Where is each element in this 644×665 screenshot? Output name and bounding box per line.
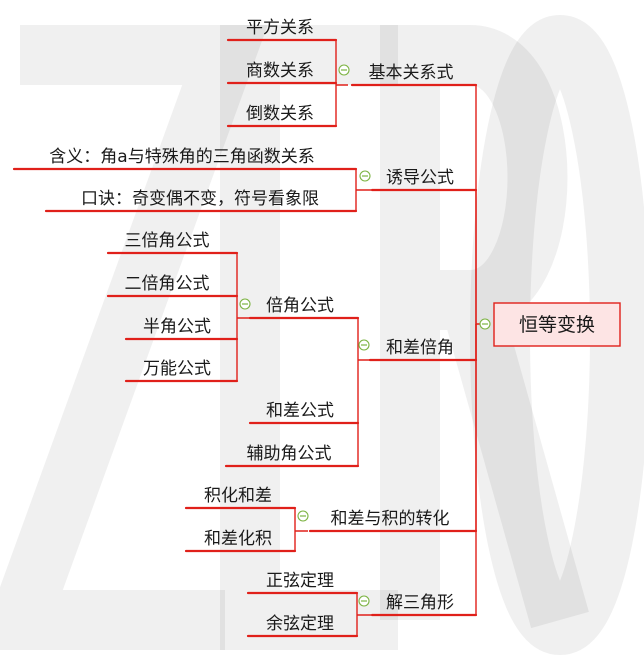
branch-label-basic-relations: 基本关系式 (369, 63, 454, 83)
leaf-label: 平方关系 (246, 18, 314, 38)
subbranch-multiple-angle[interactable]: 倍角公式 (248, 296, 360, 320)
branch-basic-relations[interactable]: 基本关系式 (350, 63, 478, 87)
leaf-mnemonic[interactable]: 口诀：奇变偶不变，符号看象限 (44, 189, 358, 213)
leaf-label: 半角公式 (143, 317, 211, 337)
collapse-toggle-icon[interactable] (358, 339, 370, 351)
branch-solve-triangle[interactable]: 解三角形 (370, 593, 478, 617)
root-node[interactable]: 恒等变换 (493, 302, 621, 347)
collapse-toggle-icon[interactable] (359, 170, 371, 182)
branch-sum-difference-multiple[interactable]: 和差倍角 (368, 338, 478, 362)
branch-label-induction: 诱导公式 (386, 168, 454, 188)
leaf-label: 余弦定理 (266, 614, 334, 634)
leaf-triple-angle[interactable]: 三倍角公式 (106, 231, 239, 255)
leaf-label: 含义：角a与特殊角的三角函数关系 (49, 147, 314, 167)
leaf-meaning[interactable]: 含义：角a与特殊角的三角函数关系 (12, 147, 358, 171)
subbranch-sum-difference[interactable]: 和差公式 (248, 401, 360, 425)
leaf-label: 和差公式 (266, 401, 334, 421)
leaf-quotient-relation[interactable]: 商数关系 (226, 61, 338, 85)
leaf-label: 辅助角公式 (247, 444, 332, 464)
branch-label-sum-product: 和差与积的转化 (331, 509, 450, 529)
branch-label-sum-diff-multiple: 和差倍角 (386, 338, 454, 358)
root-label: 恒等变换 (519, 314, 595, 336)
leaf-sum-to-product[interactable]: 和差化积 (184, 529, 297, 553)
collapse-toggle-icon[interactable] (338, 64, 350, 76)
branch-induction-formulas[interactable]: 诱导公式 (370, 168, 478, 192)
leaf-product-to-sum[interactable]: 积化和差 (184, 486, 297, 510)
leaf-label: 口诀：奇变偶不变，符号看象限 (81, 189, 319, 209)
leaf-label: 积化和差 (204, 486, 272, 506)
leaf-label: 二倍角公式 (125, 274, 210, 294)
leaf-label: 三倍角公式 (125, 231, 210, 251)
collapse-toggle-icon[interactable] (479, 318, 491, 330)
leaf-half-angle[interactable]: 半角公式 (124, 317, 239, 341)
leaf-sine-law[interactable]: 正弦定理 (246, 571, 359, 595)
branch-label-solve-triangle: 解三角形 (386, 593, 454, 613)
leaf-label: 商数关系 (246, 61, 314, 81)
leaf-universal[interactable]: 万能公式 (124, 359, 239, 383)
leaf-label: 正弦定理 (266, 571, 334, 591)
subbranch-label-multiple-angle: 倍角公式 (266, 296, 334, 316)
leaf-label: 和差化积 (204, 529, 272, 549)
leaf-square-relation[interactable]: 平方关系 (226, 18, 338, 42)
leaf-cosine-law[interactable]: 余弦定理 (246, 614, 359, 638)
collapse-toggle-icon[interactable] (239, 298, 251, 310)
collapse-toggle-icon[interactable] (297, 510, 309, 522)
leaf-label: 倒数关系 (246, 104, 314, 124)
leaf-reciprocal-relation[interactable]: 倒数关系 (226, 104, 338, 128)
branch-sum-product-conversion[interactable]: 和差与积的转化 (308, 509, 478, 533)
collapse-toggle-icon[interactable] (358, 595, 370, 607)
leaf-label: 万能公式 (143, 359, 211, 379)
subbranch-auxiliary-angle[interactable]: 辅助角公式 (224, 444, 360, 468)
leaf-double-angle[interactable]: 二倍角公式 (106, 274, 239, 298)
